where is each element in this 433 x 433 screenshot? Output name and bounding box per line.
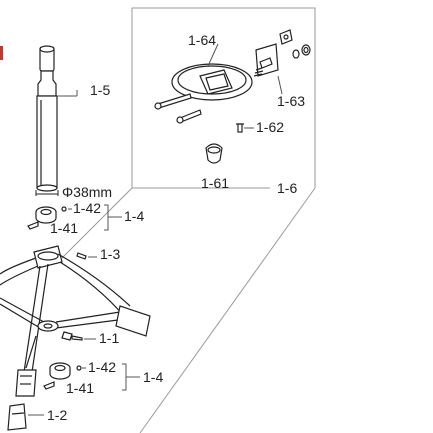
tube-part [36, 45, 58, 192]
tripod-base [0, 245, 151, 397]
accent-marker [0, 46, 3, 60]
seat-plate-part [154, 63, 253, 124]
clamp-knob-part [205, 143, 223, 164]
lower-clamp-screw-label: 1-42 [88, 359, 116, 375]
bracket-label: 1-63 [277, 93, 305, 109]
rubber-foot-label: 1-2 [47, 407, 67, 423]
diameter-dimension [35, 190, 59, 196]
spring-pin-part [76, 252, 87, 260]
lower-clamp-group-label: 1-4 [143, 369, 163, 385]
seat-plate-label: 1-64 [188, 32, 216, 48]
upper-clamp-bracket [104, 204, 122, 231]
lower-clamp-bracket [122, 363, 140, 391]
wing-bolt-part [61, 331, 83, 341]
small-screw-part [236, 123, 244, 133]
upper-clamp-group-label: 1-4 [124, 208, 144, 224]
seat-unit-frame [131, 7, 316, 189]
diameter-label: Φ38mm [62, 184, 112, 200]
seat-unit-label: 1-6 [277, 180, 297, 196]
lower-clamp-part [43, 362, 82, 390]
upper-clamp-screw-label: 1-42 [73, 200, 101, 216]
rubber-foot-part [7, 403, 27, 431]
upper-clamp-collar-label: 1-41 [50, 220, 78, 236]
bracket-part [253, 29, 311, 77]
spring-pin-label: 1-3 [100, 246, 120, 262]
small-screw-label: 1-62 [256, 119, 284, 135]
guide-line-left [61, 187, 133, 259]
wing-bolt-label: 1-1 [99, 330, 119, 346]
clamp-knob-label: 1-61 [201, 175, 229, 191]
guide-line-right [139, 187, 316, 433]
tube-label: 1-5 [90, 82, 110, 98]
lower-clamp-collar-label: 1-41 [66, 380, 94, 396]
upper-clamp-part [27, 206, 67, 230]
